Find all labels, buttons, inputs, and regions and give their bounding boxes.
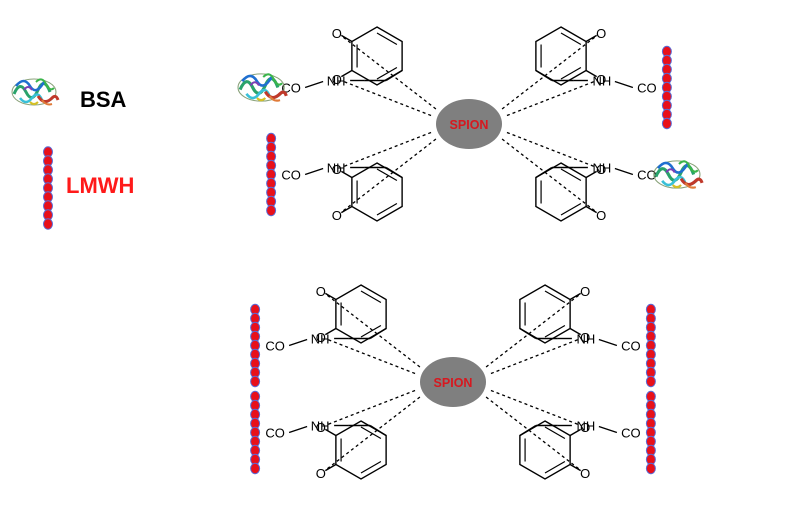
bsa-protein-icon	[236, 72, 288, 103]
carbonyl-group: CO	[621, 426, 641, 441]
carbonyl-group: CO	[621, 339, 641, 354]
lmwh-bead	[266, 204, 277, 217]
carbonyl-group: CO	[281, 81, 301, 96]
lmwh-bead	[645, 462, 656, 475]
amine-group: NH	[327, 161, 346, 176]
lmwh-bead	[645, 375, 656, 388]
coordination-bond	[328, 389, 418, 425]
coordination-bond	[504, 81, 594, 117]
benzene-ring	[335, 284, 387, 344]
benzene-ring	[335, 420, 387, 480]
lmwh-chain	[250, 303, 261, 388]
oxygen-atom: O	[596, 162, 606, 177]
carbonyl-group: CO	[637, 168, 657, 183]
coordination-bond	[327, 395, 423, 470]
coordination-bond	[499, 36, 595, 111]
coordination-bond	[488, 389, 578, 425]
benzene-ring	[535, 162, 587, 222]
lmwh-chain	[645, 303, 656, 388]
coordination-bond	[343, 137, 439, 212]
bsa-protein-icon	[10, 77, 60, 107]
coordination-bond	[499, 137, 595, 212]
spion-label: SPION	[434, 376, 473, 390]
bsa-legend-label: BSA	[80, 87, 127, 112]
amine-group: NH	[576, 332, 595, 347]
oxygen-atom: O	[596, 72, 606, 87]
bsa-protein-icon	[652, 159, 704, 190]
amine-group: NH	[576, 419, 595, 434]
oxygen-atom: O	[332, 162, 342, 177]
benzene-ring	[519, 420, 571, 480]
oxygen-atom: O	[596, 26, 606, 41]
coordination-bond	[344, 131, 434, 167]
oxygen-atom: O	[580, 466, 590, 481]
spion-core	[420, 357, 486, 407]
lmwh-chain	[661, 45, 672, 130]
carbonyl-group: CO	[265, 426, 285, 441]
spion-core	[436, 99, 502, 149]
oxygen-atom: O	[332, 26, 342, 41]
oxygen-atom: O	[596, 208, 606, 223]
amine-group: NH	[311, 419, 330, 434]
legend: BSA LMWH	[10, 77, 134, 230]
amine-group: NH	[592, 74, 611, 89]
benzene-ring	[519, 284, 571, 344]
carbonyl-group: CO	[637, 81, 657, 96]
lmwh-chain	[645, 390, 656, 475]
lmwh-chain	[266, 132, 277, 217]
coordination-bond	[483, 294, 579, 369]
benzene-ring	[351, 26, 403, 86]
oxygen-atom: O	[580, 284, 590, 299]
lmwh-legend-label: LMWH	[66, 173, 134, 198]
lmwh-chain	[250, 390, 261, 475]
oxygen-atom: O	[316, 420, 326, 435]
coordination-bond	[327, 294, 423, 369]
spion-label: SPION	[450, 118, 489, 132]
lmwh-bead	[661, 117, 672, 130]
oxygen-atom: O	[316, 284, 326, 299]
lmwh-bead	[250, 375, 261, 388]
benzene-ring	[535, 26, 587, 86]
coordination-bond	[504, 131, 594, 167]
amine-group: NH	[592, 161, 611, 176]
amine-group: NH	[327, 74, 346, 89]
carbonyl-group: CO	[265, 339, 285, 354]
oxygen-atom: O	[332, 208, 342, 223]
lmwh-bead	[250, 462, 261, 475]
lmwh-bead	[43, 218, 53, 230]
oxygen-atom: O	[580, 330, 590, 345]
oxygen-atom: O	[316, 330, 326, 345]
oxygen-atom: O	[580, 420, 590, 435]
coordination-bond	[328, 339, 418, 375]
carbonyl-group: CO	[281, 168, 301, 183]
oxygen-atom: O	[332, 72, 342, 87]
coordination-bond	[344, 81, 434, 117]
benzene-ring	[351, 162, 403, 222]
amine-group: NH	[311, 332, 330, 347]
lmwh-legend-chain	[43, 146, 53, 230]
lmwh-chain-icon	[43, 146, 53, 230]
oxygen-atom: O	[316, 466, 326, 481]
coordination-bond	[488, 339, 578, 375]
coordination-bond	[343, 36, 439, 111]
coordination-bond	[483, 395, 579, 470]
